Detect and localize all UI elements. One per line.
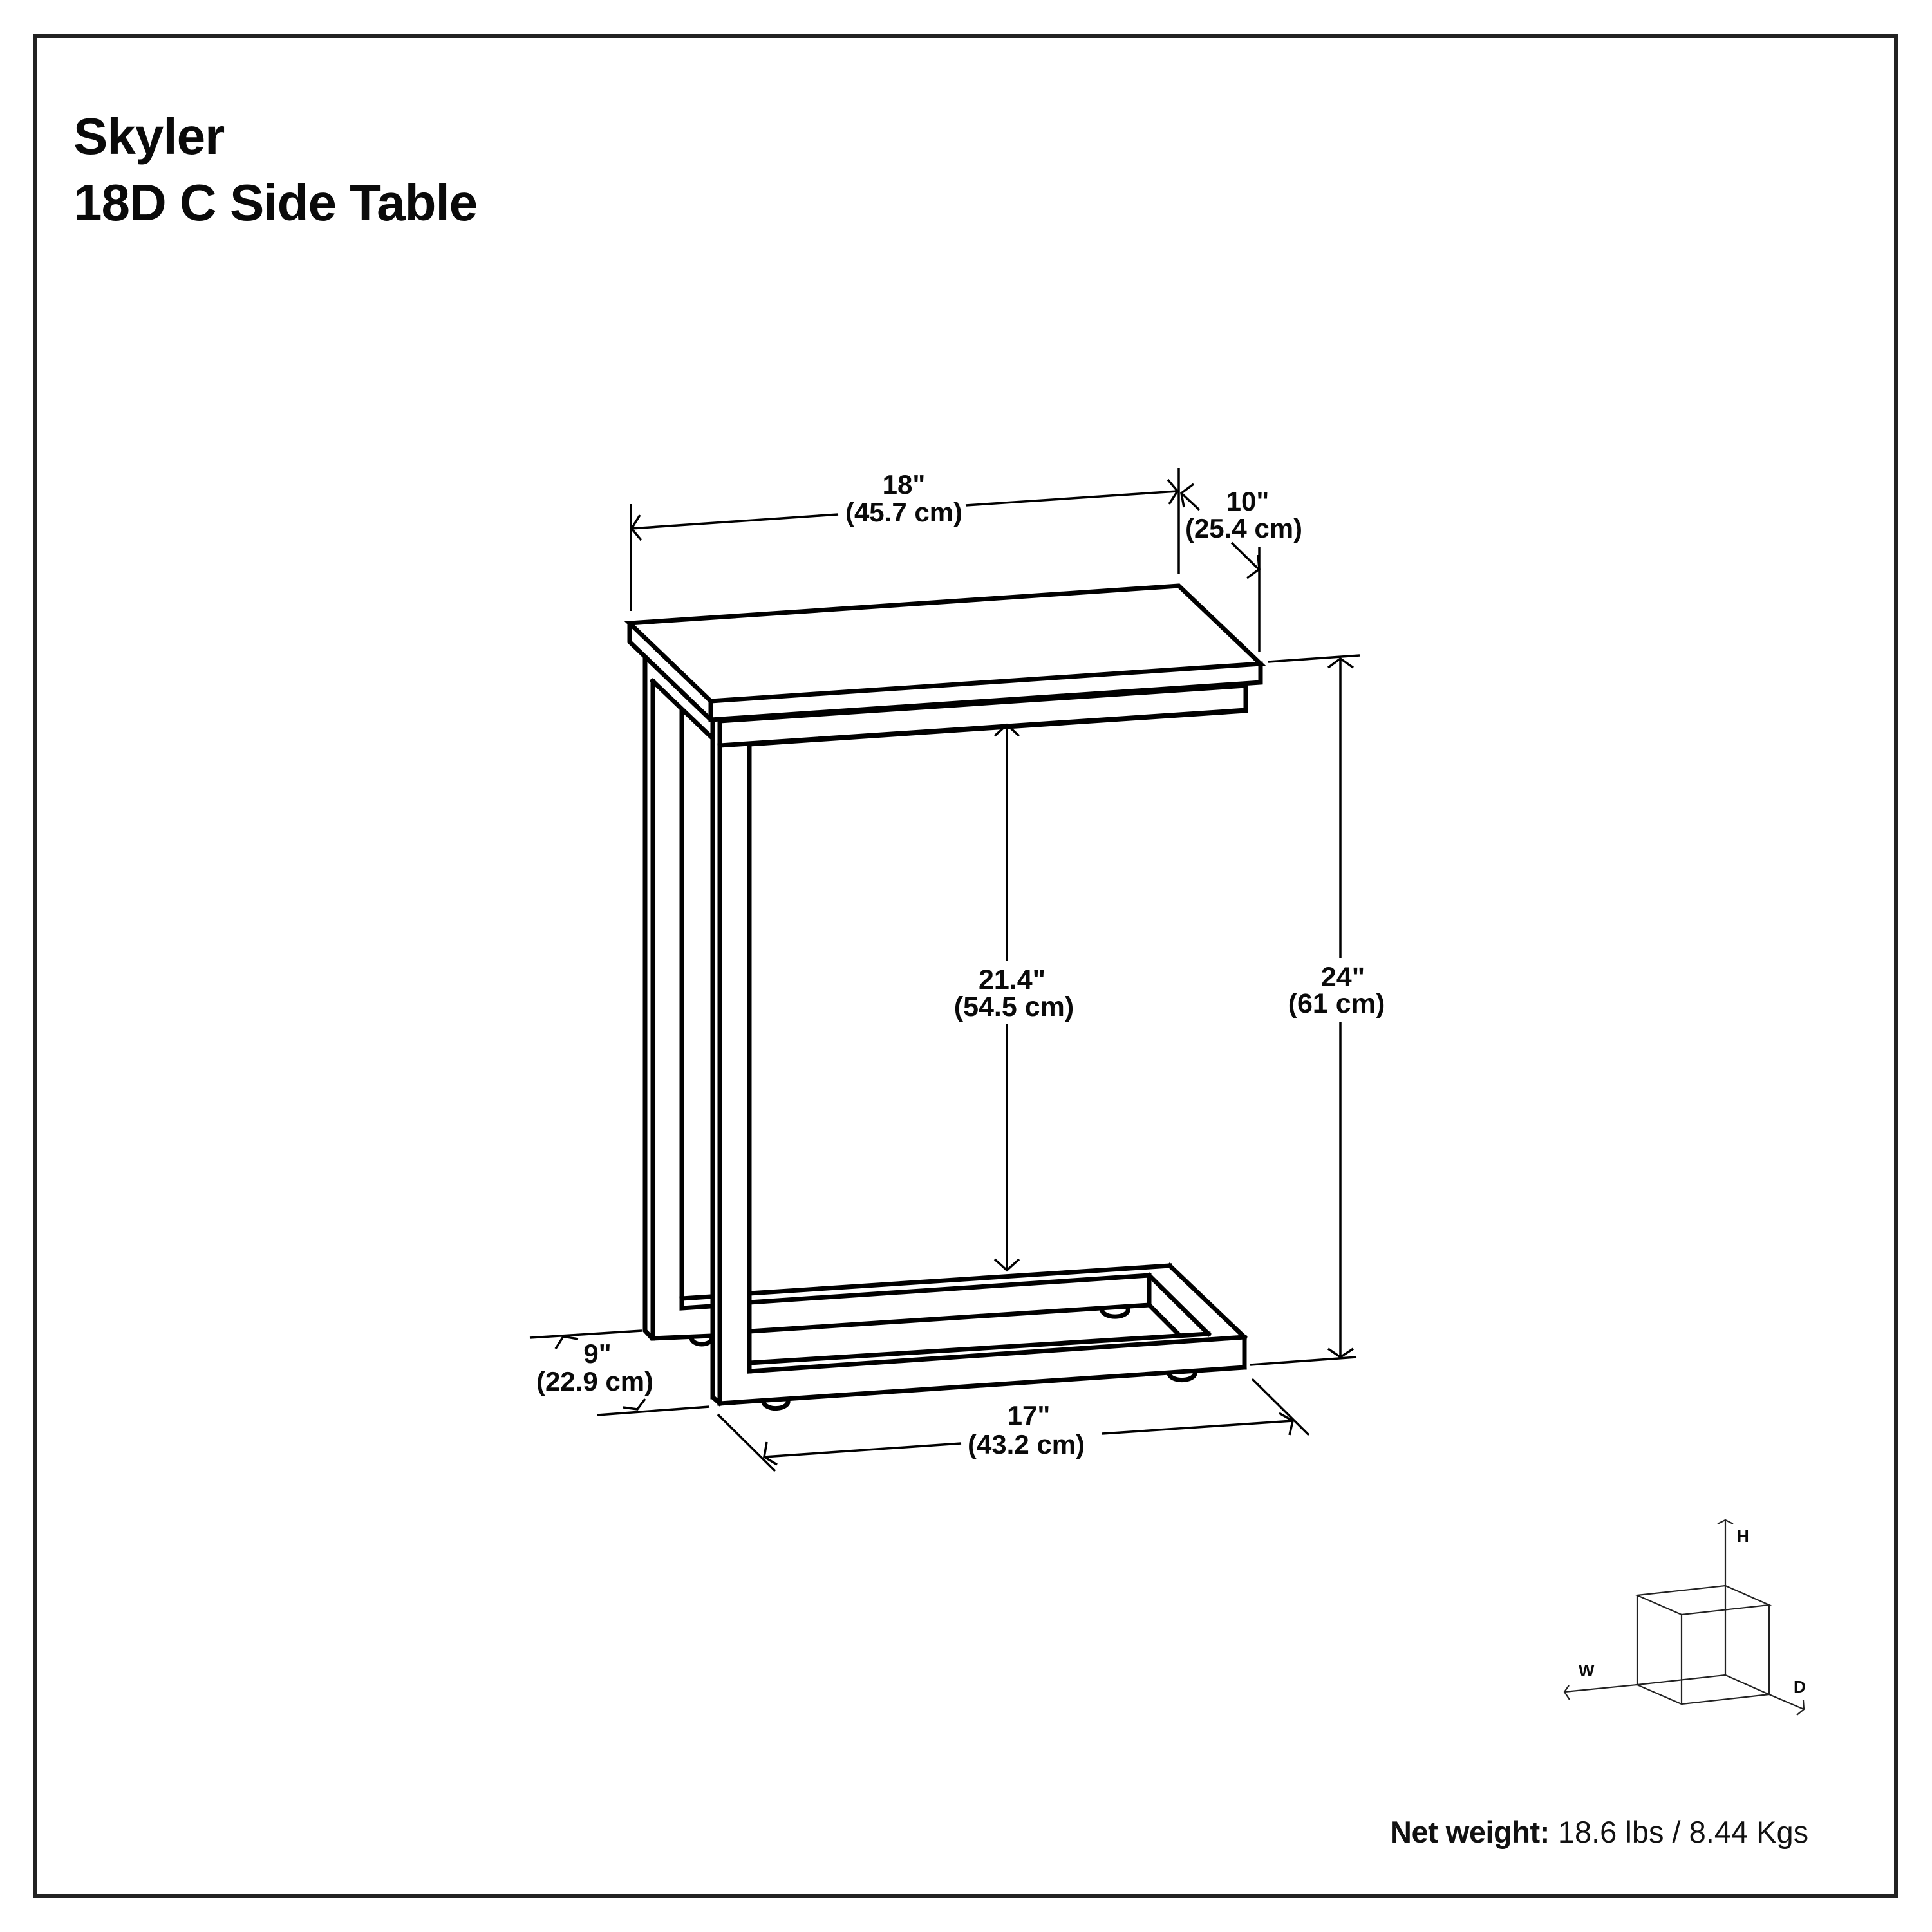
clearance-metric: (54.5 cm) xyxy=(954,991,1074,1022)
net-weight: Net weight: 18.6 lbs / 8.44 Kgs xyxy=(1390,1817,1808,1847)
dim-base-depth: 9" (22.9 cm) xyxy=(529,1329,710,1416)
overall-height-metric: (61 cm) xyxy=(1288,988,1385,1019)
product-name: Skyler xyxy=(73,108,225,165)
foot-back-right xyxy=(1099,1306,1130,1319)
page-frame xyxy=(33,34,1898,1898)
dim-width-top: 18" (45.7 cm) xyxy=(630,468,1180,611)
overall-height-imperial: 24" xyxy=(1321,962,1365,993)
net-weight-label: Net weight: xyxy=(1390,1815,1550,1849)
base-width-imperial: 17" xyxy=(1008,1400,1051,1430)
table-illustration xyxy=(624,583,1266,1411)
back-leg xyxy=(642,655,715,1400)
foot-front-right xyxy=(1166,1369,1197,1383)
base-depth-metric: (22.9 cm) xyxy=(536,1366,653,1396)
net-weight-value: 18.6 lbs / 8.44 Kgs xyxy=(1557,1815,1809,1849)
base-depth-imperial: 9" xyxy=(583,1338,611,1369)
clearance-imperial: 21.4" xyxy=(979,964,1046,995)
depth-top-imperial: 10" xyxy=(1226,486,1270,516)
axis-w-label: W xyxy=(1579,1661,1595,1680)
product-model: 18D C Side Table xyxy=(73,174,478,231)
axis-h-label: H xyxy=(1737,1526,1749,1546)
dim-depth-top: 10" (25.4 cm) xyxy=(1180,483,1302,652)
dim-overall-height: 24" (61 cm) xyxy=(1250,654,1385,1366)
base-width-metric: (43.2 cm) xyxy=(968,1429,1085,1459)
base-frame xyxy=(717,1262,1248,1411)
width-top-metric: (45.7 cm) xyxy=(845,497,962,527)
width-top-imperial: 18" xyxy=(883,469,926,500)
depth-top-metric: (25.4 cm) xyxy=(1185,513,1302,543)
foot-front-left xyxy=(760,1398,791,1411)
dim-clearance-height: 21.4" (54.5 cm) xyxy=(954,723,1074,1272)
table-top xyxy=(624,583,1266,722)
axis-d-label: D xyxy=(1794,1677,1806,1696)
axis-cube-icon: H W D xyxy=(1563,1519,1806,1716)
dim-base-width: 17" (43.2 cm) xyxy=(717,1378,1310,1472)
